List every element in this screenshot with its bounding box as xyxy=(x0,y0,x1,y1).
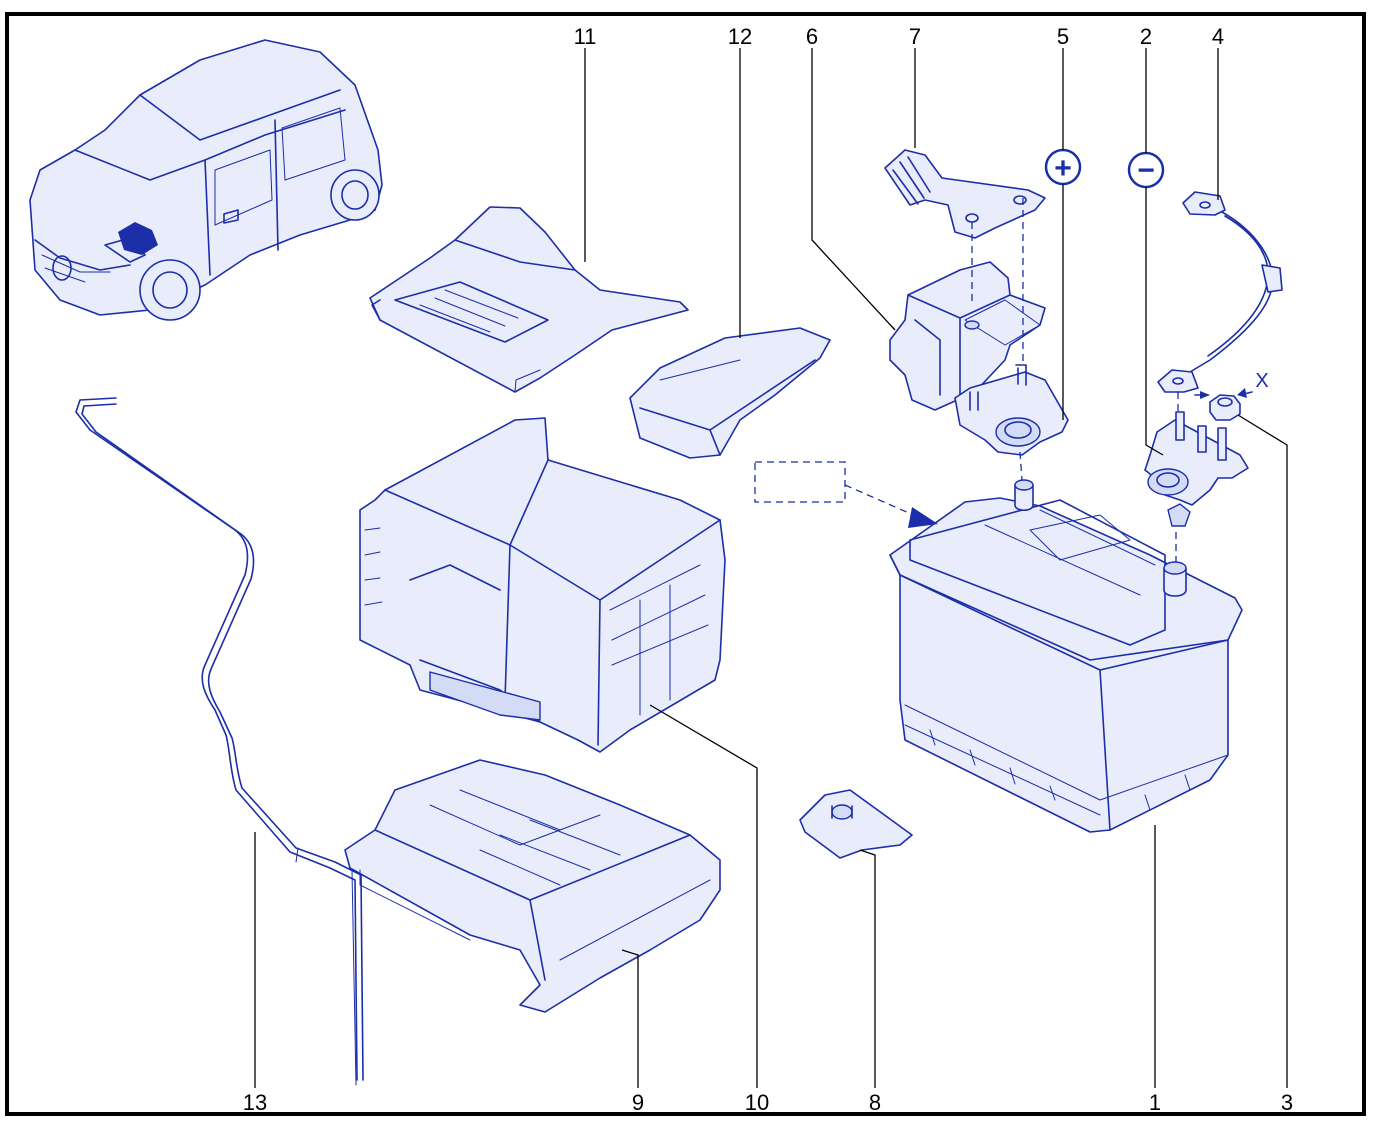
battery-location-highlight xyxy=(118,222,158,255)
leader-8 xyxy=(859,849,876,1088)
negative-symbol-text: − xyxy=(1137,154,1155,187)
callout-2: 2 xyxy=(1140,24,1152,49)
terminal-bracket xyxy=(889,261,1046,411)
leader-3 xyxy=(1237,414,1288,1088)
diagram-frame xyxy=(5,12,1366,1116)
vehicle-location-illustration xyxy=(29,39,383,321)
label-location-arrowhead xyxy=(908,507,938,528)
callout-3: 3 xyxy=(1281,1090,1293,1115)
callout-10: 10 xyxy=(745,1090,769,1115)
callout-1: 1 xyxy=(1149,1090,1161,1115)
positive-terminal-clamp xyxy=(954,364,1069,456)
leader-2 xyxy=(1145,48,1164,456)
assembly-lines xyxy=(971,198,1179,562)
callout-13: 13 xyxy=(243,1090,267,1115)
ground-strap xyxy=(1157,191,1283,393)
callout-8: 8 xyxy=(869,1090,881,1115)
battery xyxy=(889,479,1243,833)
callout-9: 9 xyxy=(632,1090,644,1115)
leader-10 xyxy=(649,704,758,1088)
negative-symbol: − xyxy=(1127,151,1165,189)
leader-6 xyxy=(811,48,896,331)
callout-12: 12 xyxy=(728,24,752,49)
label-location-box xyxy=(754,461,846,503)
callout-4: 4 xyxy=(1212,24,1224,49)
dimension-x: X xyxy=(1194,370,1269,399)
callout-11: 11 xyxy=(574,24,597,49)
callout-numbers: 11 12 6 7 5 2 4 13 9 10 8 1 3 xyxy=(243,24,1293,1115)
terminal-cover xyxy=(629,327,831,459)
terminal-nut xyxy=(1209,394,1241,421)
leader-9 xyxy=(621,949,639,1088)
negative-terminal-clamp xyxy=(1144,411,1249,527)
callout-6: 6 xyxy=(806,24,818,49)
leader-lines xyxy=(254,48,1288,1088)
battery-top-cover xyxy=(369,206,689,393)
fusible-link-bracket xyxy=(884,149,1046,239)
hold-down-clamp xyxy=(799,789,913,859)
callout-7: 7 xyxy=(909,24,921,49)
dimension-x-label: X xyxy=(1255,370,1268,392)
battery-support-base xyxy=(344,759,721,1013)
battery-tray-housing xyxy=(359,417,726,753)
vent-hose xyxy=(75,397,364,1086)
positive-symbol-text: + xyxy=(1054,152,1072,185)
positive-symbol: + xyxy=(1044,148,1082,186)
callout-5: 5 xyxy=(1057,24,1069,49)
